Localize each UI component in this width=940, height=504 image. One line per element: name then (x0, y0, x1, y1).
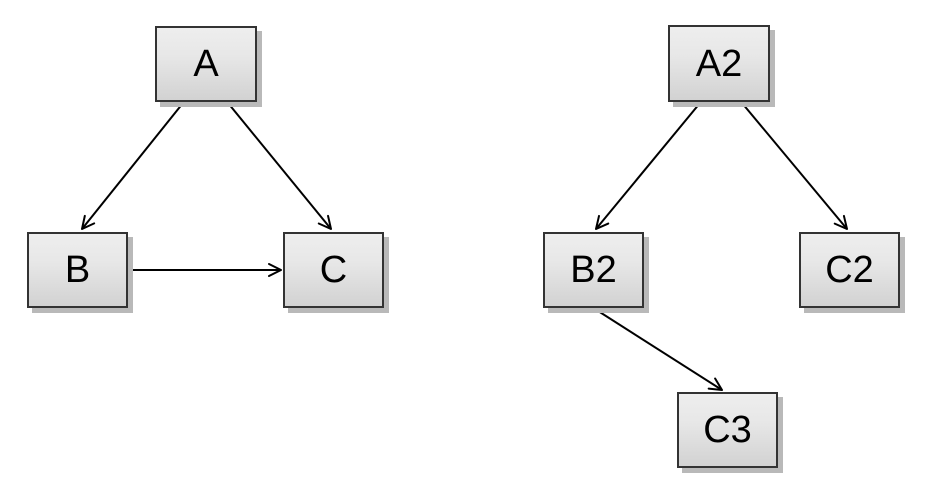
node-label-C2: C2 (825, 249, 874, 291)
node-C[interactable]: C (283, 232, 384, 308)
edge-A-to-B[interactable] (81, 102, 184, 230)
edge-A2-to-B2[interactable] (595, 102, 701, 230)
node-C3[interactable]: C3 (677, 392, 778, 468)
edge-B2-to-C3[interactable] (594, 308, 723, 391)
edge-A-to-C[interactable] (227, 102, 332, 230)
node-B2[interactable]: B2 (543, 232, 644, 308)
node-label-A2: A2 (695, 42, 743, 85)
node-label-B: B (64, 249, 91, 291)
edges-group (81, 102, 848, 391)
node-label-C3: C3 (703, 409, 752, 451)
node-label-A: A (193, 43, 219, 85)
node-A[interactable]: A (155, 26, 257, 102)
node-C2[interactable]: C2 (799, 232, 900, 308)
node-A2[interactable]: A2 (668, 25, 770, 102)
node-label-B2: B2 (570, 249, 617, 291)
node-B[interactable]: B (27, 232, 128, 308)
node-label-C: C (319, 249, 348, 291)
edge-A2-to-C2[interactable] (741, 102, 848, 230)
